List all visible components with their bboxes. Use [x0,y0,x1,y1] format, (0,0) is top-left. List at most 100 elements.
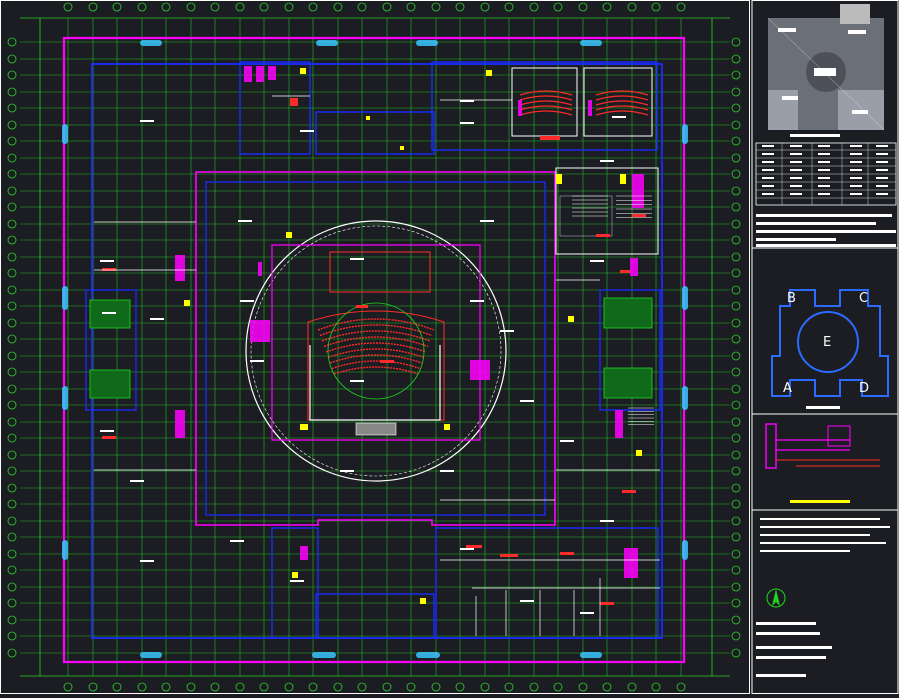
axis-bubble-left [7,169,17,179]
area-summary-text [756,622,832,677]
yellow-mark [300,68,306,74]
axis-bubble-left [7,70,17,80]
axis-bubble-right [731,70,741,80]
axis-bubble-left [7,285,17,295]
yellow-mark [568,316,574,322]
axis-bubble-left [7,334,17,344]
magenta-room-fill [470,360,490,380]
room-label-text [100,430,114,432]
axis-bubble-bottom [431,682,441,692]
room-label-text [600,520,614,522]
axis-bubble-bottom [406,682,416,692]
axis-bubbles [7,2,741,692]
axis-bubble-left [7,532,17,542]
axis-bubble-left [7,37,17,47]
red-mark [102,268,116,271]
note-text-line [760,518,880,520]
table-cell-text [876,177,888,179]
axis-bubble-right [731,367,741,377]
axis-bubble-right [731,219,741,229]
glass-entrance [62,286,68,310]
magenta-room-fill [632,174,644,208]
axis-bubble-right [731,318,741,328]
note-text-line [760,526,890,528]
room-label-text [520,600,534,602]
axis-bubble-right [731,186,741,196]
axis-bubble-left [7,499,17,509]
table-cell-text [790,161,802,163]
notes-text-blocks [756,214,896,552]
magenta-room-fill [630,258,638,276]
seat-row [333,366,419,375]
magenta-room-fill [244,66,252,82]
axis-bubble-top [112,2,122,12]
table-cell-text [762,185,774,187]
axis-bubble-left [7,582,17,592]
info-panel: B C E A D [751,0,899,694]
note-text-line [760,542,886,544]
glass-entrance [316,40,338,46]
axis-bubble-right [731,565,741,575]
yellow-mark [444,424,450,430]
axis-bubble-right [731,450,741,460]
magenta-room-fill [588,100,592,116]
room-label-text [520,400,534,402]
red-mark [500,554,518,557]
yellow-mark [400,146,404,150]
axis-bubble-top [529,2,539,12]
axis-bubble-left [7,186,17,196]
yellow-mark [636,450,642,456]
room-label-text [460,122,474,124]
cinema-seat-row [519,110,573,116]
axis-bubble-left [7,318,17,328]
yellow-mark [556,174,562,184]
room-label-text [290,580,304,582]
axis-bubble-right [731,631,741,641]
axis-bubble-top [406,2,416,12]
magenta-room-fill [268,66,276,80]
axis-bubble-bottom [333,682,343,692]
axis-bubble-left [7,54,17,64]
magenta-room-fill [258,262,262,276]
table-cell-text [850,177,862,179]
note-text-line [756,238,836,241]
axis-bubble-left [7,565,17,575]
yellow-mark [620,174,626,184]
axis-bubble-left [7,417,17,427]
axis-bubble-left [7,450,17,460]
axis-bubble-right [731,334,741,344]
room-label-text [460,100,474,102]
axis-bubble-right [731,433,741,443]
axis-bubble-left [7,301,17,311]
axis-bubble-right [731,202,741,212]
drawing-border [0,0,750,694]
yellow-mark [286,232,292,238]
table-cell-text [850,185,862,187]
axis-bubble-bottom [382,682,392,692]
summary-text-line [756,656,826,659]
glass-entrance [140,652,162,658]
axis-bubble-right [731,582,741,592]
table-cell-text [790,193,802,195]
glass-entrance [682,124,688,144]
glass-entrance [682,386,688,410]
red-mark [620,270,630,273]
axis-bubble-left [7,103,17,113]
axis-bubble-top [186,2,196,12]
inner-ring-walls [195,171,556,526]
magenta-room-fill [250,320,270,342]
table-cell-text [762,193,774,195]
magenta-room-fill [175,410,185,438]
axis-bubble-right [731,417,741,427]
axis-bubble-bottom [210,682,220,692]
room-label-text [340,470,354,472]
cinema-seat-row [519,105,573,111]
table-cell-text [818,193,830,195]
magenta-room-fill [256,66,264,82]
axis-bubble-left [7,433,17,443]
axis-bubble-top [480,2,490,12]
red-mark [380,360,394,363]
axis-bubble-right [731,351,741,361]
axis-bubble-left [7,384,17,394]
